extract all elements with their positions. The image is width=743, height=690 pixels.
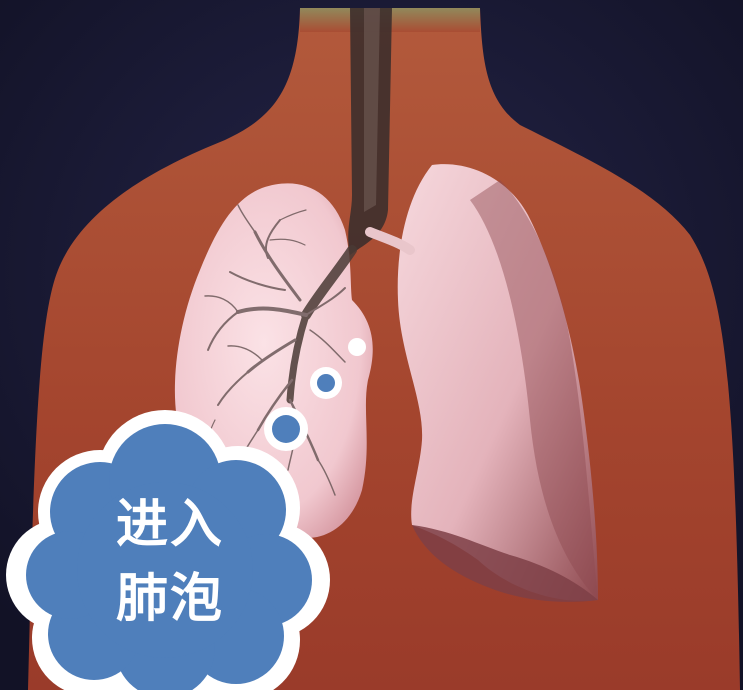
thought-dot-medium (317, 374, 335, 392)
callout-line-2: 肺泡 (70, 562, 270, 636)
thought-dot-large (272, 415, 300, 443)
callout-line-1: 进入 (70, 488, 270, 562)
callout-label: 进入 肺泡 (70, 488, 270, 636)
thought-dot-small (348, 338, 366, 356)
